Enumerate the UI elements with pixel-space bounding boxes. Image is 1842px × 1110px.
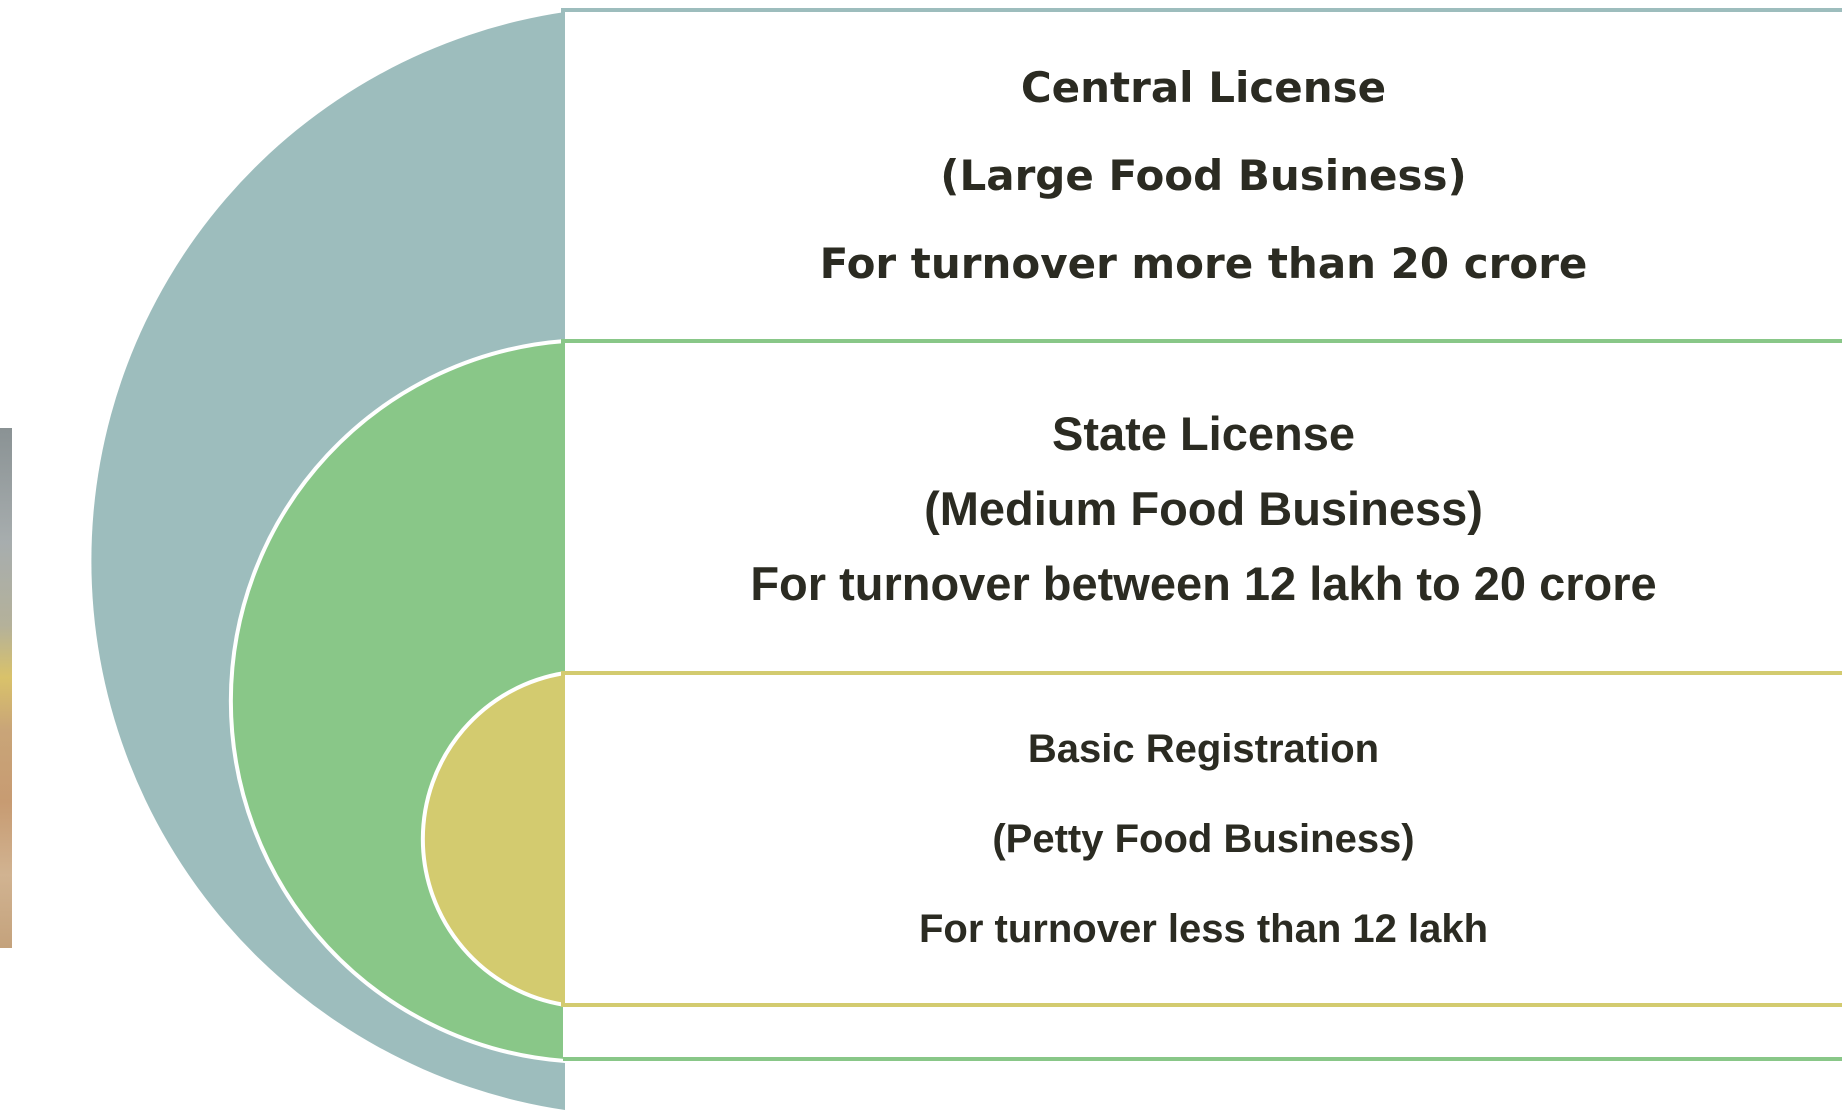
basic-registration-box xyxy=(561,671,1842,1007)
basic-registration-arc xyxy=(420,670,567,1008)
background-photo-fragment xyxy=(0,428,12,948)
central-license-box xyxy=(561,8,1842,343)
state-license-box xyxy=(561,339,1842,675)
